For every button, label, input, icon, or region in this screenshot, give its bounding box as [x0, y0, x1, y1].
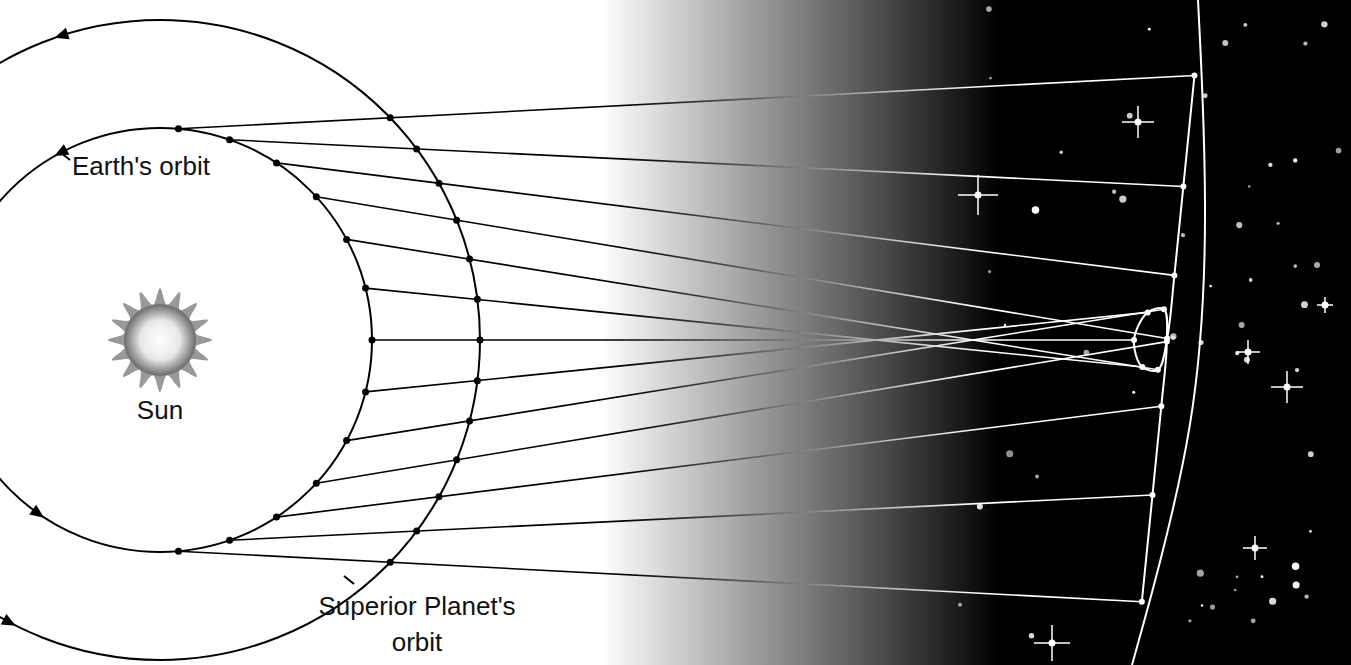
orbit-arrow: [29, 505, 44, 518]
orbit-label: Sun: [110, 392, 210, 428]
celestial-sphere: [1131, 0, 1205, 665]
label-tick: [344, 576, 354, 584]
orbit-label: Earth's orbit: [72, 148, 262, 184]
retrograde-loop: [1134, 76, 1195, 602]
orbit-arrow: [1, 614, 16, 626]
orbit-label: Superior Planet's orbit: [314, 588, 520, 660]
earth-orbit: [0, 128, 372, 552]
label-tick: [60, 152, 70, 160]
orbit-arrow: [54, 28, 69, 39]
sightlines: [175, 76, 1194, 602]
sun-symbol: [108, 288, 212, 392]
